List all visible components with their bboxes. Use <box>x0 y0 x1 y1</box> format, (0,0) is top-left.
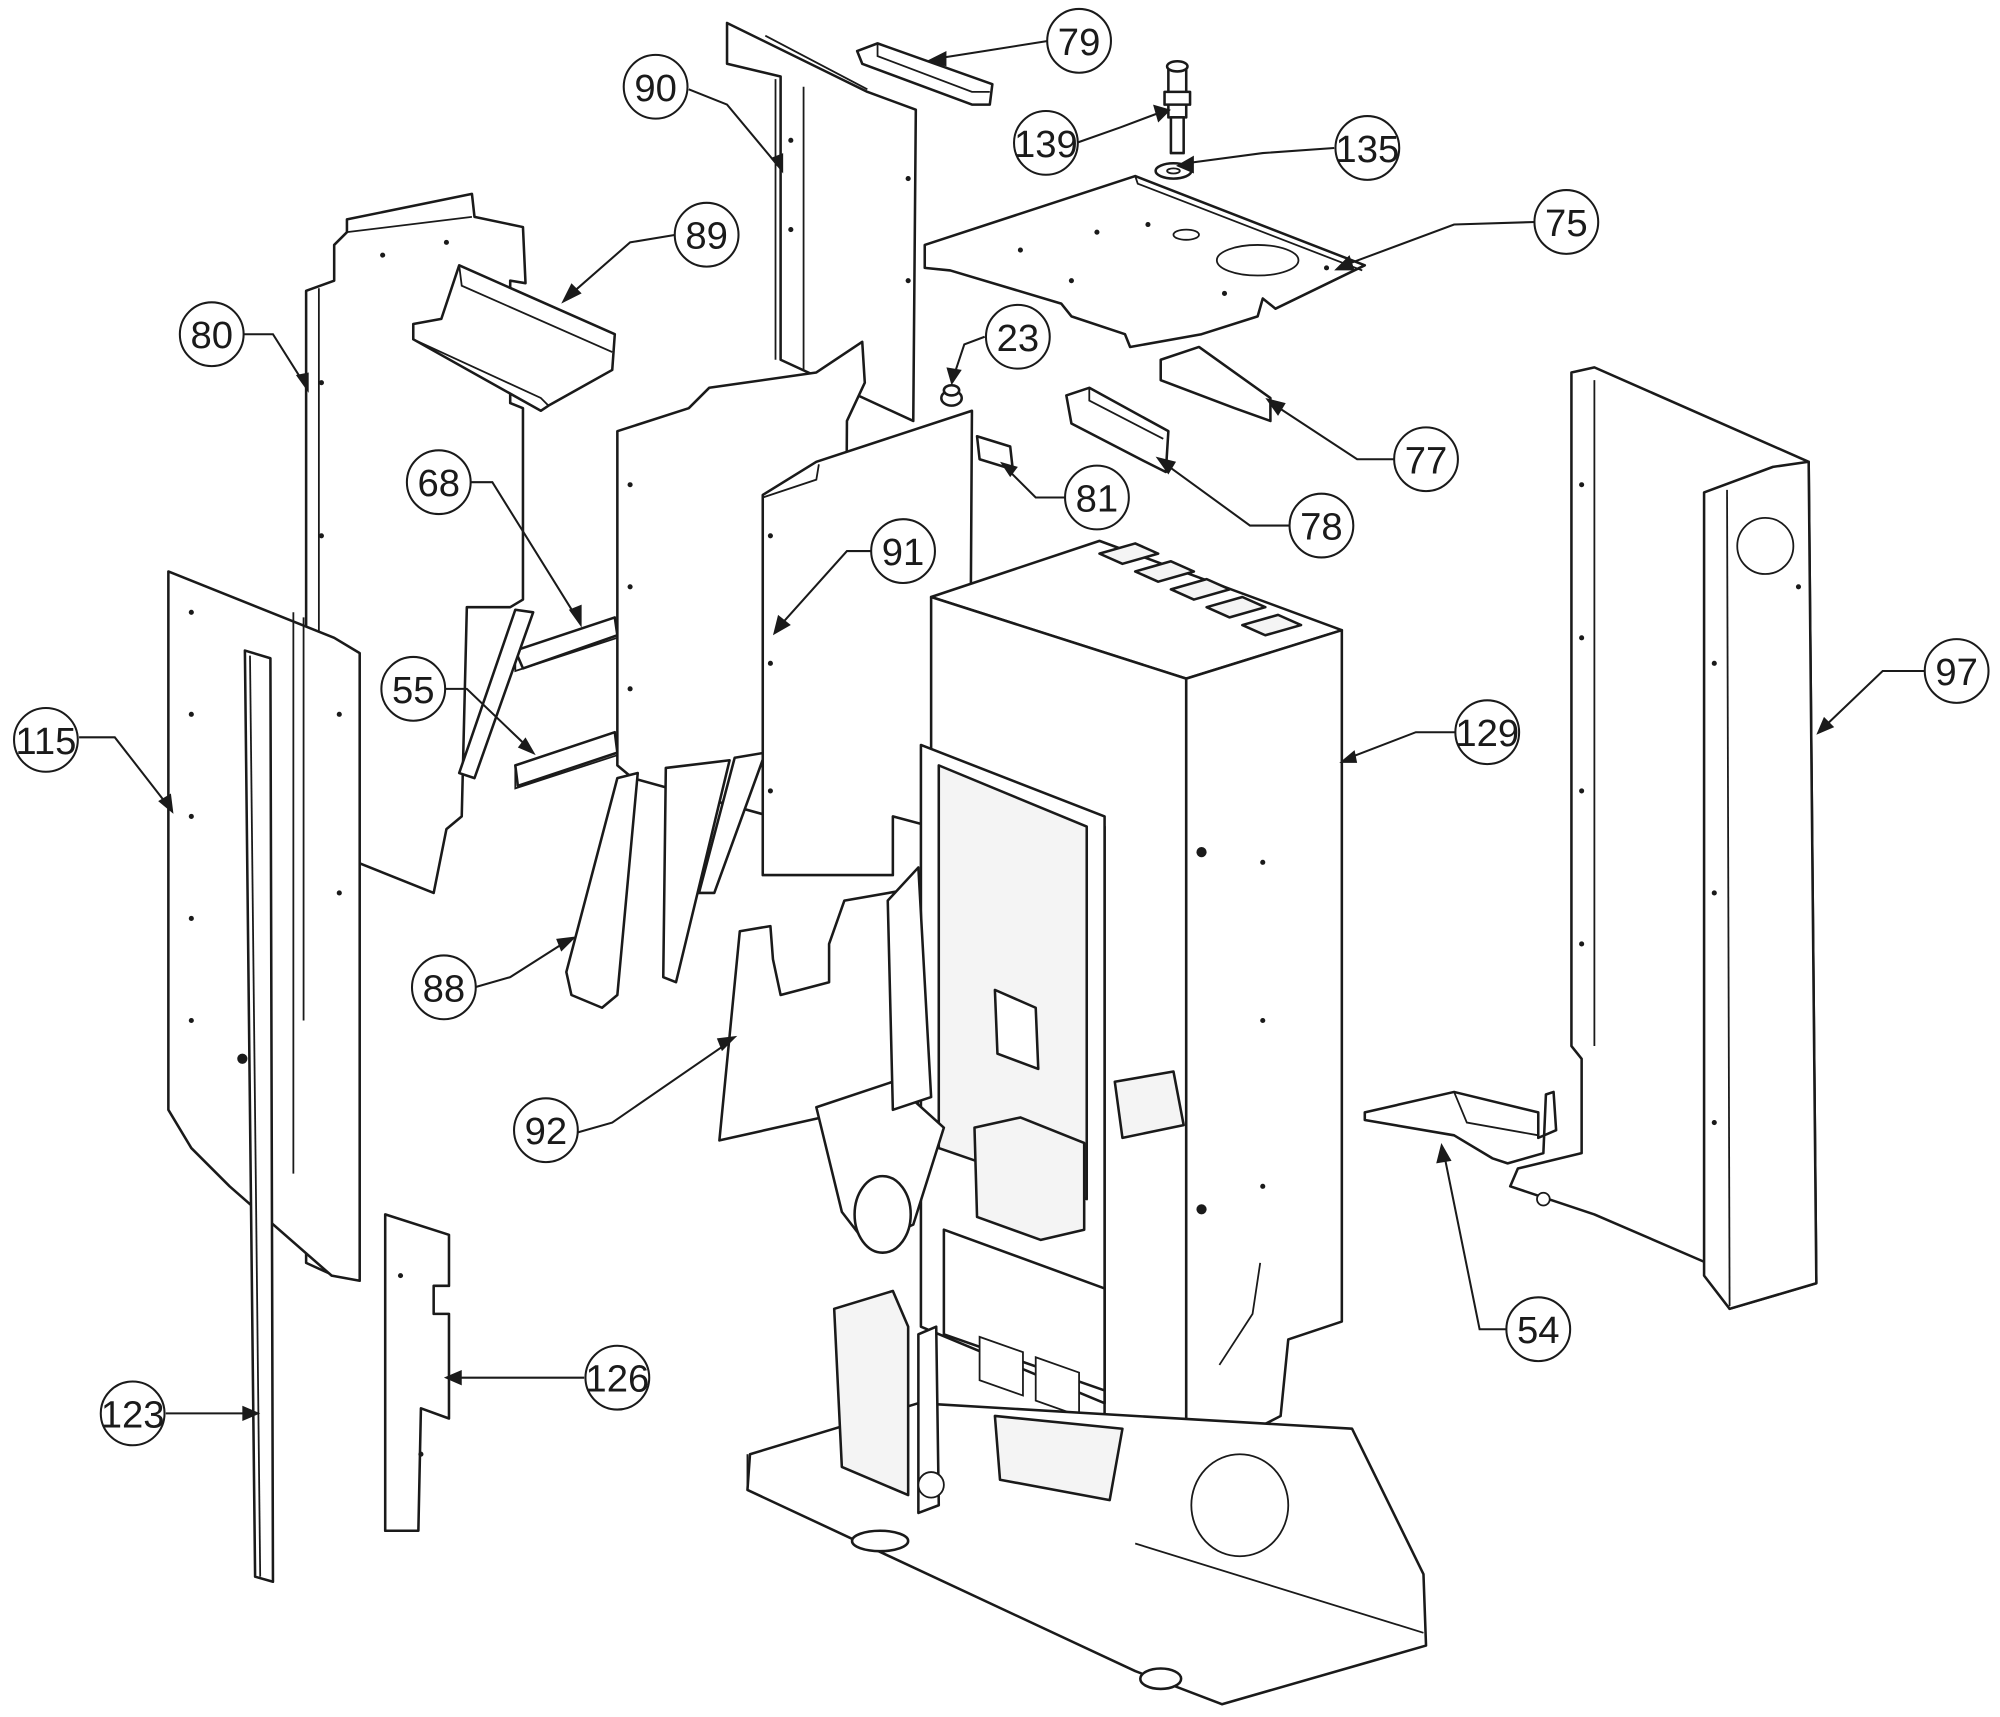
callout-115: 115 <box>13 706 79 773</box>
callout-139-label: 139 <box>1014 123 1078 166</box>
part-77-plate <box>1159 345 1272 423</box>
callout-92: 92 <box>513 1097 579 1164</box>
callout-54-label: 54 <box>1517 1309 1560 1352</box>
part-97-right-side-panel <box>1508 366 1818 1311</box>
part-139-pin <box>1163 59 1192 155</box>
part-126-notched-plate <box>383 1213 451 1533</box>
callout-75-label: 75 <box>1545 202 1588 245</box>
callout-68-label: 68 <box>418 462 461 505</box>
callout-89-label: 89 <box>685 215 728 258</box>
callout-79-label: 79 <box>1058 21 1101 64</box>
callout-23-label: 23 <box>997 317 1040 360</box>
callout-139: 139 <box>1013 109 1079 176</box>
callout-68: 68 <box>405 449 472 516</box>
callout-78: 78 <box>1288 492 1355 559</box>
callout-79: 79 <box>1046 7 1112 74</box>
part-75-top-plate <box>923 174 1367 349</box>
part-78-bracket <box>1065 386 1170 474</box>
callout-126-label: 126 <box>585 1358 649 1401</box>
callout-129: 129 <box>1454 699 1521 766</box>
callout-129-label: 129 <box>1455 712 1519 755</box>
part-123-strip <box>243 649 275 1584</box>
callout-78-label: 78 <box>1300 506 1343 549</box>
callout-90-label: 90 <box>634 67 677 110</box>
callout-80: 80 <box>178 301 245 368</box>
callout-81: 81 <box>1064 464 1130 531</box>
callout-115-label: 115 <box>15 720 76 763</box>
callout-92-label: 92 <box>525 1110 568 1153</box>
callout-90: 90 <box>622 53 689 120</box>
callout-81-label: 81 <box>1076 478 1119 521</box>
callout-135-label: 135 <box>1335 128 1399 171</box>
callout-97: 97 <box>1923 638 1990 704</box>
callout-126: 126 <box>584 1344 651 1411</box>
part-68-angled-rail <box>514 616 619 673</box>
leader-lines <box>79 39 1927 1422</box>
part-90-rear-channel <box>725 21 918 423</box>
callout-55-label: 55 <box>392 669 435 712</box>
callout-23: 23 <box>984 303 1051 370</box>
part-23-grommet <box>940 383 964 407</box>
part-fan-assembly <box>815 866 946 1254</box>
callout-91-label: 91 <box>882 531 925 574</box>
callout-123-label: 123 <box>101 1393 165 1436</box>
callout-135: 135 <box>1334 115 1401 181</box>
part-88-baffles <box>565 751 767 1010</box>
callout-80-label: 80 <box>190 314 233 357</box>
part-54-angle-bracket <box>1363 1090 1558 1165</box>
callout-123: 123 <box>99 1380 166 1447</box>
callout-97-label: 97 <box>1935 651 1978 694</box>
callout-88-label: 88 <box>423 967 466 1010</box>
callout-55: 55 <box>380 655 447 722</box>
part-55-strap <box>457 608 619 790</box>
callout-89: 89 <box>673 201 740 268</box>
callout-91: 91 <box>870 518 936 584</box>
callout-75: 75 <box>1533 189 1600 255</box>
part-89-shelf-bracket <box>411 264 617 413</box>
part-control-board <box>832 1289 1124 1515</box>
callout-77-label: 77 <box>1405 439 1448 482</box>
part-129-boiler-body <box>919 539 1344 1484</box>
callout-88: 88 <box>410 954 477 1021</box>
callout-54: 54 <box>1505 1296 1572 1363</box>
callout-77: 77 <box>1393 426 1459 493</box>
part-79-bracket <box>855 42 994 106</box>
